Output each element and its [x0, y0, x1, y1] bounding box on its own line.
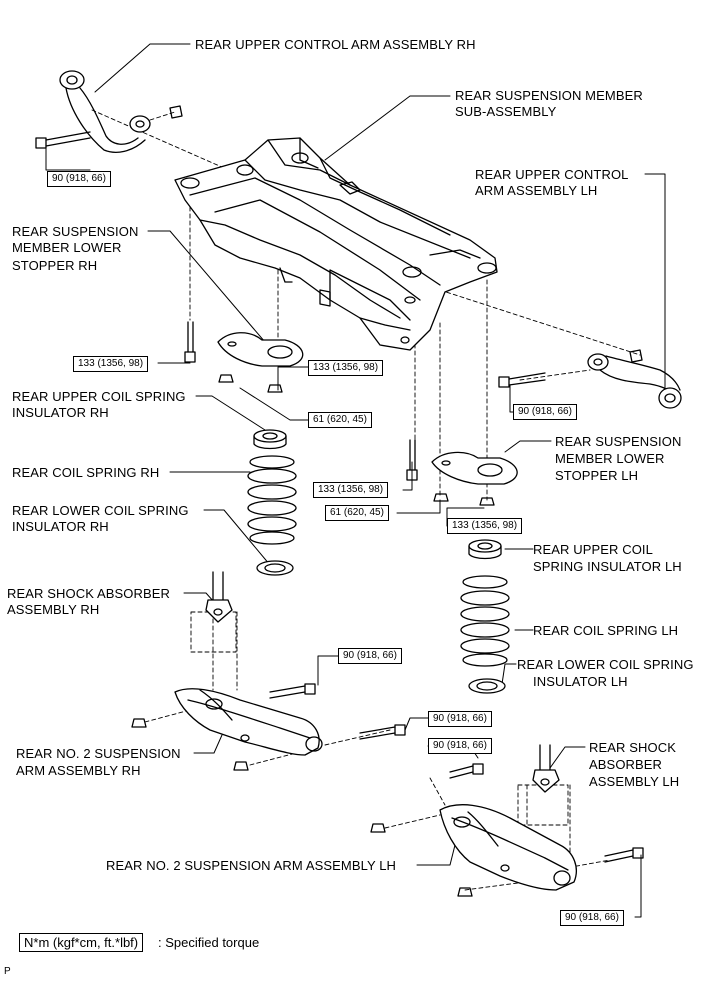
- shock-absorber-rh: [205, 571, 233, 623]
- member-lower-stopper-rh: [217, 332, 304, 367]
- torque-stopper-bolt-lh: 133 (1356, 98): [313, 482, 389, 498]
- label-suspension-member-line2: SUB-ASSEMBLY: [455, 104, 557, 119]
- label-lower-insulator-lh-line2: INSULATOR LH: [533, 674, 628, 689]
- upper-control-arm-lh: [587, 349, 682, 409]
- torque-arm-rh-front: 90 (918, 66): [338, 648, 402, 664]
- bolt-arm-lh-front: [449, 763, 484, 779]
- bolt-arm-rh-front: [269, 683, 316, 699]
- lower-insulator-lh: [468, 678, 506, 694]
- label-lower-insulator-rh-line1: REAR LOWER COIL SPRING: [12, 503, 189, 518]
- label-shock-absorber-lh-line3: ASSEMBLY LH: [589, 774, 680, 789]
- label-upper-insulator-lh-line2: SPRING INSULATOR LH: [533, 559, 682, 574]
- label-shock-absorber-rh-line1: REAR SHOCK ABSORBER: [7, 586, 170, 601]
- nuts-lh: [433, 493, 495, 506]
- label-lower-insulator-lh-line1: REAR LOWER COIL SPRING: [517, 657, 694, 672]
- shock-absorber-lh: [532, 744, 560, 793]
- torque-stopper-nut-lh: 133 (1356, 98): [447, 518, 523, 534]
- lower-insulator-rh: [256, 560, 294, 576]
- bolt-stopper-lh: [406, 439, 418, 481]
- label-suspension-member-line1: REAR SUSPENSION MEMBER: [455, 88, 643, 103]
- torque-stopper-nut-rh: 133 (1356, 98): [308, 360, 384, 376]
- upper-insulator-rh: [253, 429, 287, 450]
- label-upper-insulator-rh-line2: INSULATOR RH: [12, 405, 109, 420]
- label-upper-insulator-rh-line1: REAR UPPER COIL SPRING: [12, 389, 186, 404]
- label-upper-insulator-lh-line1: REAR UPPER COIL: [533, 542, 653, 557]
- label-no2-arm-lh: REAR NO. 2 SUSPENSION ARM ASSEMBLY LH: [106, 858, 397, 873]
- bolt-arm-lh-rear: [604, 847, 644, 863]
- legend-text: : Specified torque: [158, 935, 260, 950]
- upper-control-arm-rh: [59, 70, 183, 153]
- torque-stopper-bolt-rh: 133 (1356, 98): [73, 356, 149, 372]
- torque-arm-rh-rear: 90 (918, 66): [428, 711, 492, 727]
- label-shock-absorber-lh-line1: REAR SHOCK: [589, 740, 676, 755]
- label-stopper-lh-line1: REAR SUSPENSION: [555, 434, 682, 449]
- upper-insulator-lh: [468, 539, 502, 560]
- no2-suspension-arm-lh: [439, 804, 577, 891]
- label-stopper-lh-line3: STOPPER LH: [555, 468, 639, 483]
- torque-arm-lh-front: 90 (918, 66): [428, 738, 492, 754]
- label-no2-arm-rh-line2: ARM ASSEMBLY RH: [16, 763, 141, 778]
- torque-nut-61-rh: 61 (620, 45): [308, 412, 372, 428]
- torque-arm-lh-rear: 90 (918, 66): [560, 910, 624, 926]
- label-upper-control-arm-lh-line2: ARM ASSEMBLY LH: [475, 183, 598, 198]
- no2-suspension-arm-rh: [174, 688, 323, 756]
- torque-upper-arm-rh: 90 (918, 66): [47, 171, 111, 187]
- nuts-rh: [218, 374, 283, 393]
- member-lower-stopper-lh: [431, 451, 518, 485]
- label-stopper-rh-line2: MEMBER LOWER: [12, 240, 122, 255]
- label-shock-absorber-lh-line2: ABSORBER: [589, 757, 663, 772]
- nuts-arm-rh: [131, 718, 249, 771]
- page-mark: P: [4, 966, 11, 977]
- label-stopper-lh-line2: MEMBER LOWER: [555, 451, 665, 466]
- label-shock-absorber-rh-line2: ASSEMBLY RH: [7, 602, 100, 617]
- coil-spring-lh: [460, 575, 510, 667]
- label-upper-control-arm-rh: REAR UPPER CONTROL ARM ASSEMBLY RH: [195, 37, 476, 52]
- label-stopper-rh-line3: STOPPER RH: [12, 258, 98, 273]
- torque-upper-arm-lh: 90 (918, 66): [513, 404, 577, 420]
- suspension-member-subframe: [174, 137, 498, 351]
- label-stopper-rh-line1: REAR SUSPENSION: [12, 224, 139, 239]
- bolt-upper-rh: [35, 131, 91, 149]
- label-upper-control-arm-lh-line1: REAR UPPER CONTROL: [475, 167, 629, 182]
- nuts-arm-lh: [370, 823, 473, 897]
- label-coil-spring-rh: REAR COIL SPRING RH: [12, 465, 160, 480]
- bolt-stopper-rh: [184, 321, 196, 363]
- torque-nut-61-lh: 61 (620, 45): [325, 505, 389, 521]
- label-no2-arm-rh-line1: REAR NO. 2 SUSPENSION: [16, 746, 181, 761]
- label-lower-insulator-rh-line2: INSULATOR RH: [12, 519, 109, 534]
- leader-lines: [45, 43, 666, 918]
- legend-unit-box: N*m (kgf*cm, ft.*lbf): [19, 933, 144, 952]
- bolt-arm-rh-rear: [359, 724, 406, 740]
- bolt-upper-lh: [498, 372, 546, 388]
- coil-spring-rh: [247, 455, 297, 545]
- label-coil-spring-lh: REAR COIL SPRING LH: [533, 623, 679, 638]
